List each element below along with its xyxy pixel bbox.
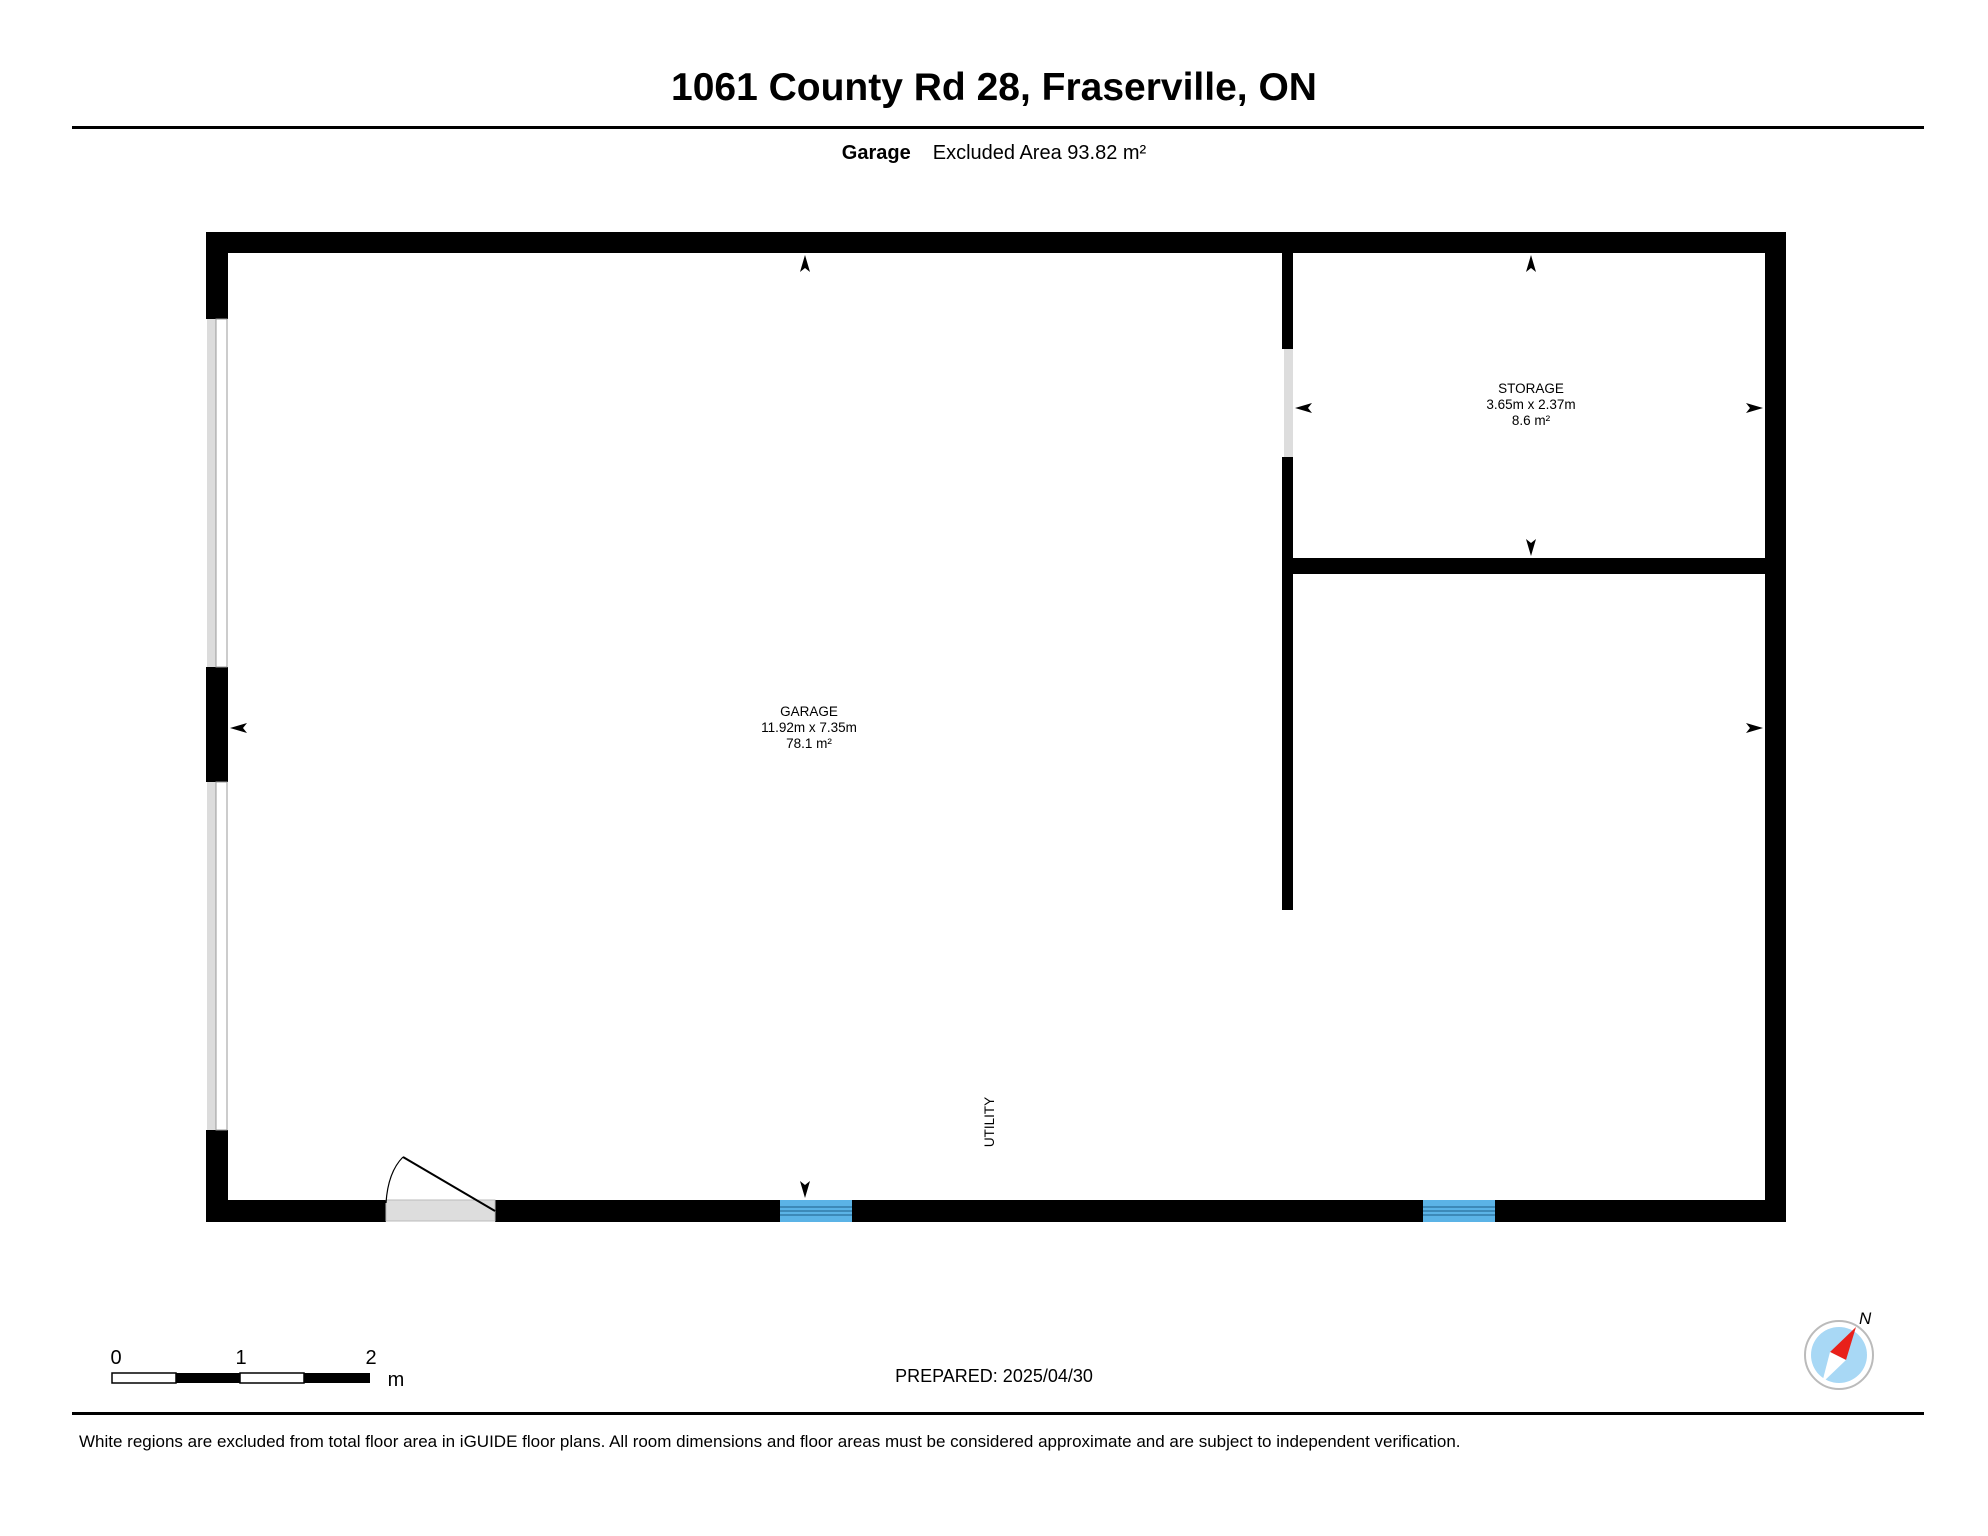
wall-bottom-right — [495, 1200, 1786, 1222]
floor-subtitle: Garage Excluded Area 93.82 m² — [0, 142, 1988, 165]
wall-storage-bottom — [1293, 558, 1765, 574]
scale-label-1: 1 — [235, 1347, 246, 1369]
scale-label-2: 2 — [365, 1347, 376, 1369]
storage-area: 8.6 m² — [1512, 413, 1551, 428]
utility-label: UTILITY — [982, 1097, 997, 1147]
scale-label-0: 0 — [110, 1347, 121, 1369]
compass-icon: N — [1804, 1309, 1874, 1390]
bottom-windows — [780, 1200, 1495, 1222]
scale-unit: m — [388, 1369, 405, 1391]
left-wall-openings — [207, 318, 228, 1131]
storage-name: STORAGE — [1498, 381, 1564, 396]
storage-dimensions: 3.65m x 2.37m — [1486, 397, 1575, 412]
floor-name: Garage — [841, 142, 911, 164]
disclaimer-text: White regions are excluded from total fl… — [79, 1432, 1461, 1451]
wall-bottom-left — [206, 1200, 386, 1222]
wall-interior-upper — [1282, 253, 1293, 349]
entry-door — [385, 1156, 496, 1222]
wall-left-middle — [206, 667, 228, 782]
compass-north-label: N — [1859, 1309, 1872, 1328]
floor-area: Excluded Area 93.82 m² — [932, 142, 1147, 164]
wall-top — [206, 232, 1786, 253]
prepared-date: PREPARED: 2025/04/30 — [895, 1366, 1093, 1386]
scale-bar: 0 1 2 m — [110, 1347, 404, 1391]
footer-rule — [72, 1412, 1924, 1415]
header-rule — [72, 126, 1924, 129]
dimension-arrows — [230, 255, 1763, 1198]
garage-area: 78.1 m² — [786, 736, 832, 751]
wall-interior-lower — [1282, 457, 1293, 910]
wall-left-top — [206, 232, 228, 319]
garage-name: GARAGE — [780, 704, 838, 719]
wall-left-bottom — [206, 1130, 228, 1222]
garage-dimensions: 11.92m x 7.35m — [761, 720, 857, 735]
wall-right — [1765, 232, 1786, 1222]
page-title: 1061 County Rd 28, Fraserville, ON — [671, 66, 1317, 109]
storage-opening — [1284, 349, 1293, 457]
